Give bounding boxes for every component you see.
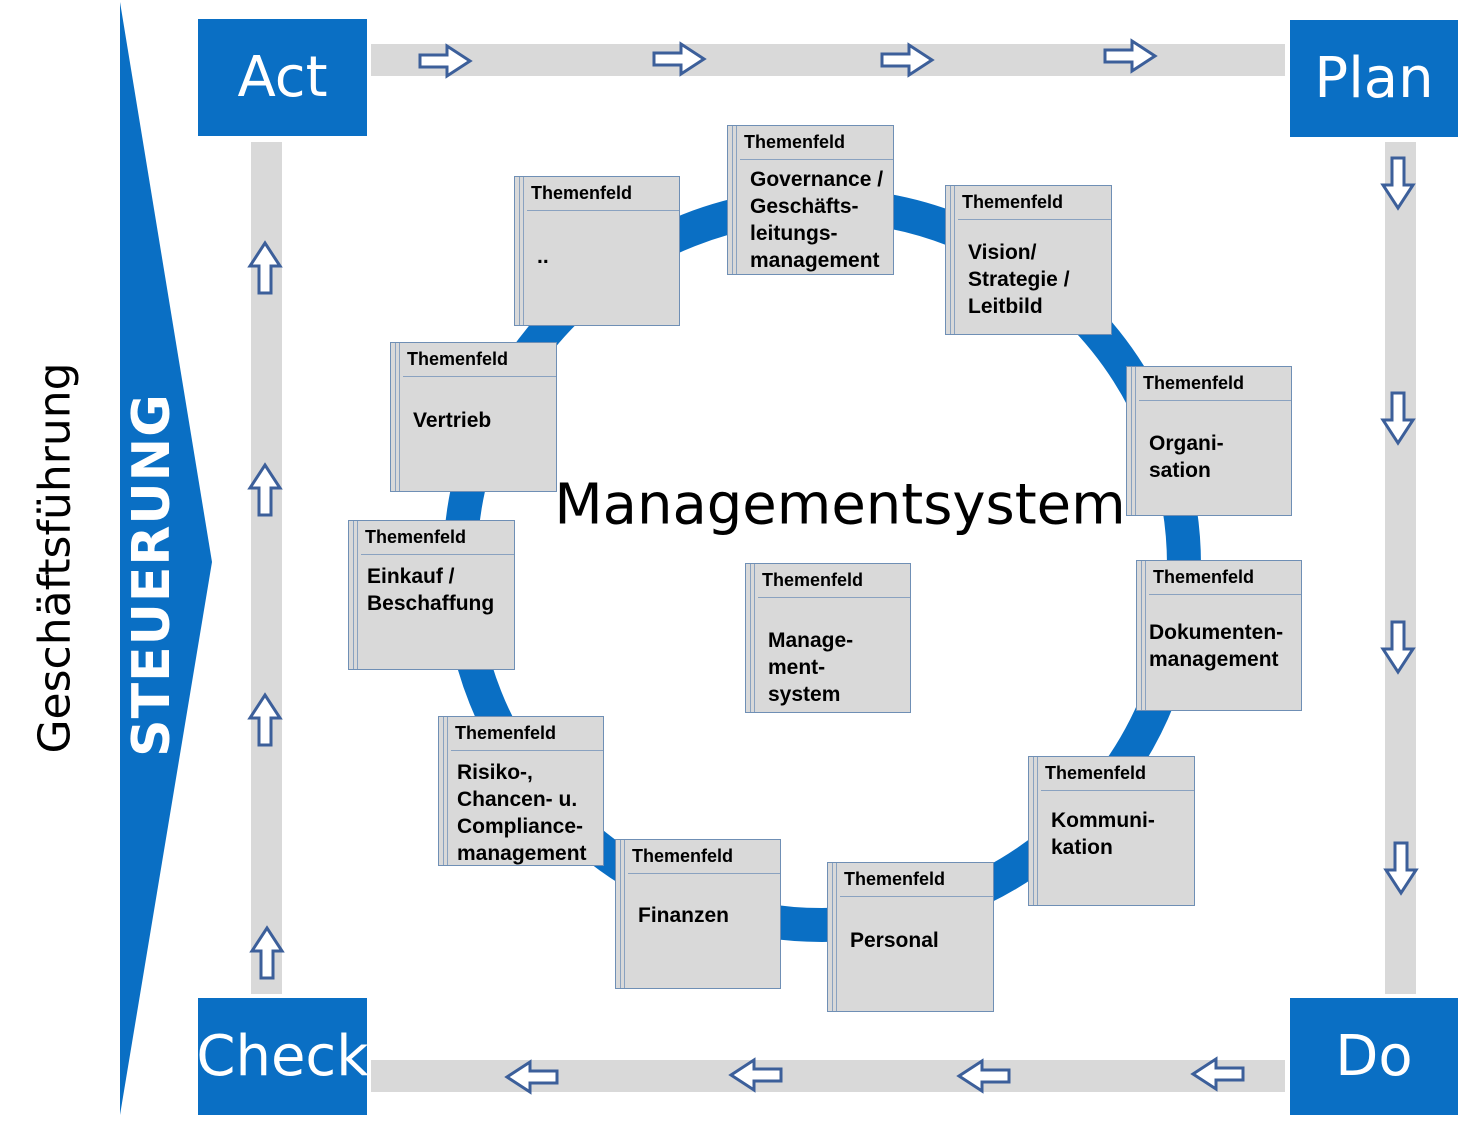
card-managementsystem: Themenfeld Manage- ment- system	[745, 563, 911, 713]
card-header: Themenfeld	[403, 343, 556, 377]
card-body: Dokumenten- management	[1149, 621, 1284, 671]
card-dots: Themenfeld ..	[514, 176, 680, 326]
card-header: Themenfeld	[1139, 367, 1291, 401]
geschaeftsfuehrung-label: Geschäftsführung	[29, 362, 81, 754]
card-body: Governance / Geschäfts- leitungs- manage…	[750, 168, 884, 272]
card-personal: Themenfeld Personal	[827, 862, 994, 1012]
card-header: Themenfeld	[840, 863, 993, 897]
card-body: Kommuni- kation	[1051, 809, 1155, 859]
center-title: Managementsystem	[554, 472, 1126, 538]
pdca-act-box: Act	[198, 19, 367, 136]
card-body: Manage- ment- system	[768, 629, 854, 706]
pdca-do-box: Do	[1290, 998, 1458, 1115]
steuerung-label: STEUERUNG	[122, 393, 182, 757]
card-organisation: Themenfeld Organi- sation	[1126, 366, 1292, 516]
card-header: Themenfeld	[958, 186, 1111, 220]
card-header: Themenfeld	[628, 840, 780, 874]
card-header: Themenfeld	[451, 717, 603, 751]
card-vision: Themenfeld Vision/ Strategie / Leitbild	[945, 185, 1112, 335]
card-kommunikation: Themenfeld Kommuni- kation	[1028, 756, 1195, 906]
card-body: Finanzen	[638, 904, 730, 927]
card-body: Einkauf / Beschaffung	[367, 565, 495, 615]
card-body: Risiko-, Chancen- u. Compliance- managem…	[457, 761, 587, 865]
card-header: Themenfeld	[527, 177, 679, 211]
card-body: Vertrieb	[413, 409, 492, 432]
card-header: Themenfeld	[1041, 757, 1194, 791]
pdca-check-box: Check	[196, 998, 369, 1115]
card-body: Personal	[850, 929, 939, 952]
card-body: ..	[537, 245, 549, 268]
card-finanzen: Themenfeld Finanzen	[615, 839, 781, 989]
card-header: Themenfeld	[361, 521, 514, 555]
card-dokumente: Themenfeld Dokumenten- management	[1136, 560, 1302, 711]
card-risiko: Themenfeld Risiko-, Chancen- u. Complian…	[438, 716, 604, 866]
card-body: Vision/ Strategie / Leitbild	[968, 241, 1070, 318]
pdca-plan-box: Plan	[1290, 20, 1458, 137]
card-vertrieb: Themenfeld Vertrieb	[390, 342, 557, 492]
card-body: Organi- sation	[1149, 432, 1224, 482]
card-governance: Themenfeld Governance / Geschäfts- leitu…	[727, 125, 894, 275]
card-header: Themenfeld	[740, 126, 893, 160]
steuerung-wedge	[120, 2, 212, 1115]
card-header: Themenfeld	[758, 564, 910, 598]
card-einkauf: Themenfeld Einkauf / Beschaffung	[348, 520, 515, 670]
card-header: Themenfeld	[1149, 561, 1301, 595]
